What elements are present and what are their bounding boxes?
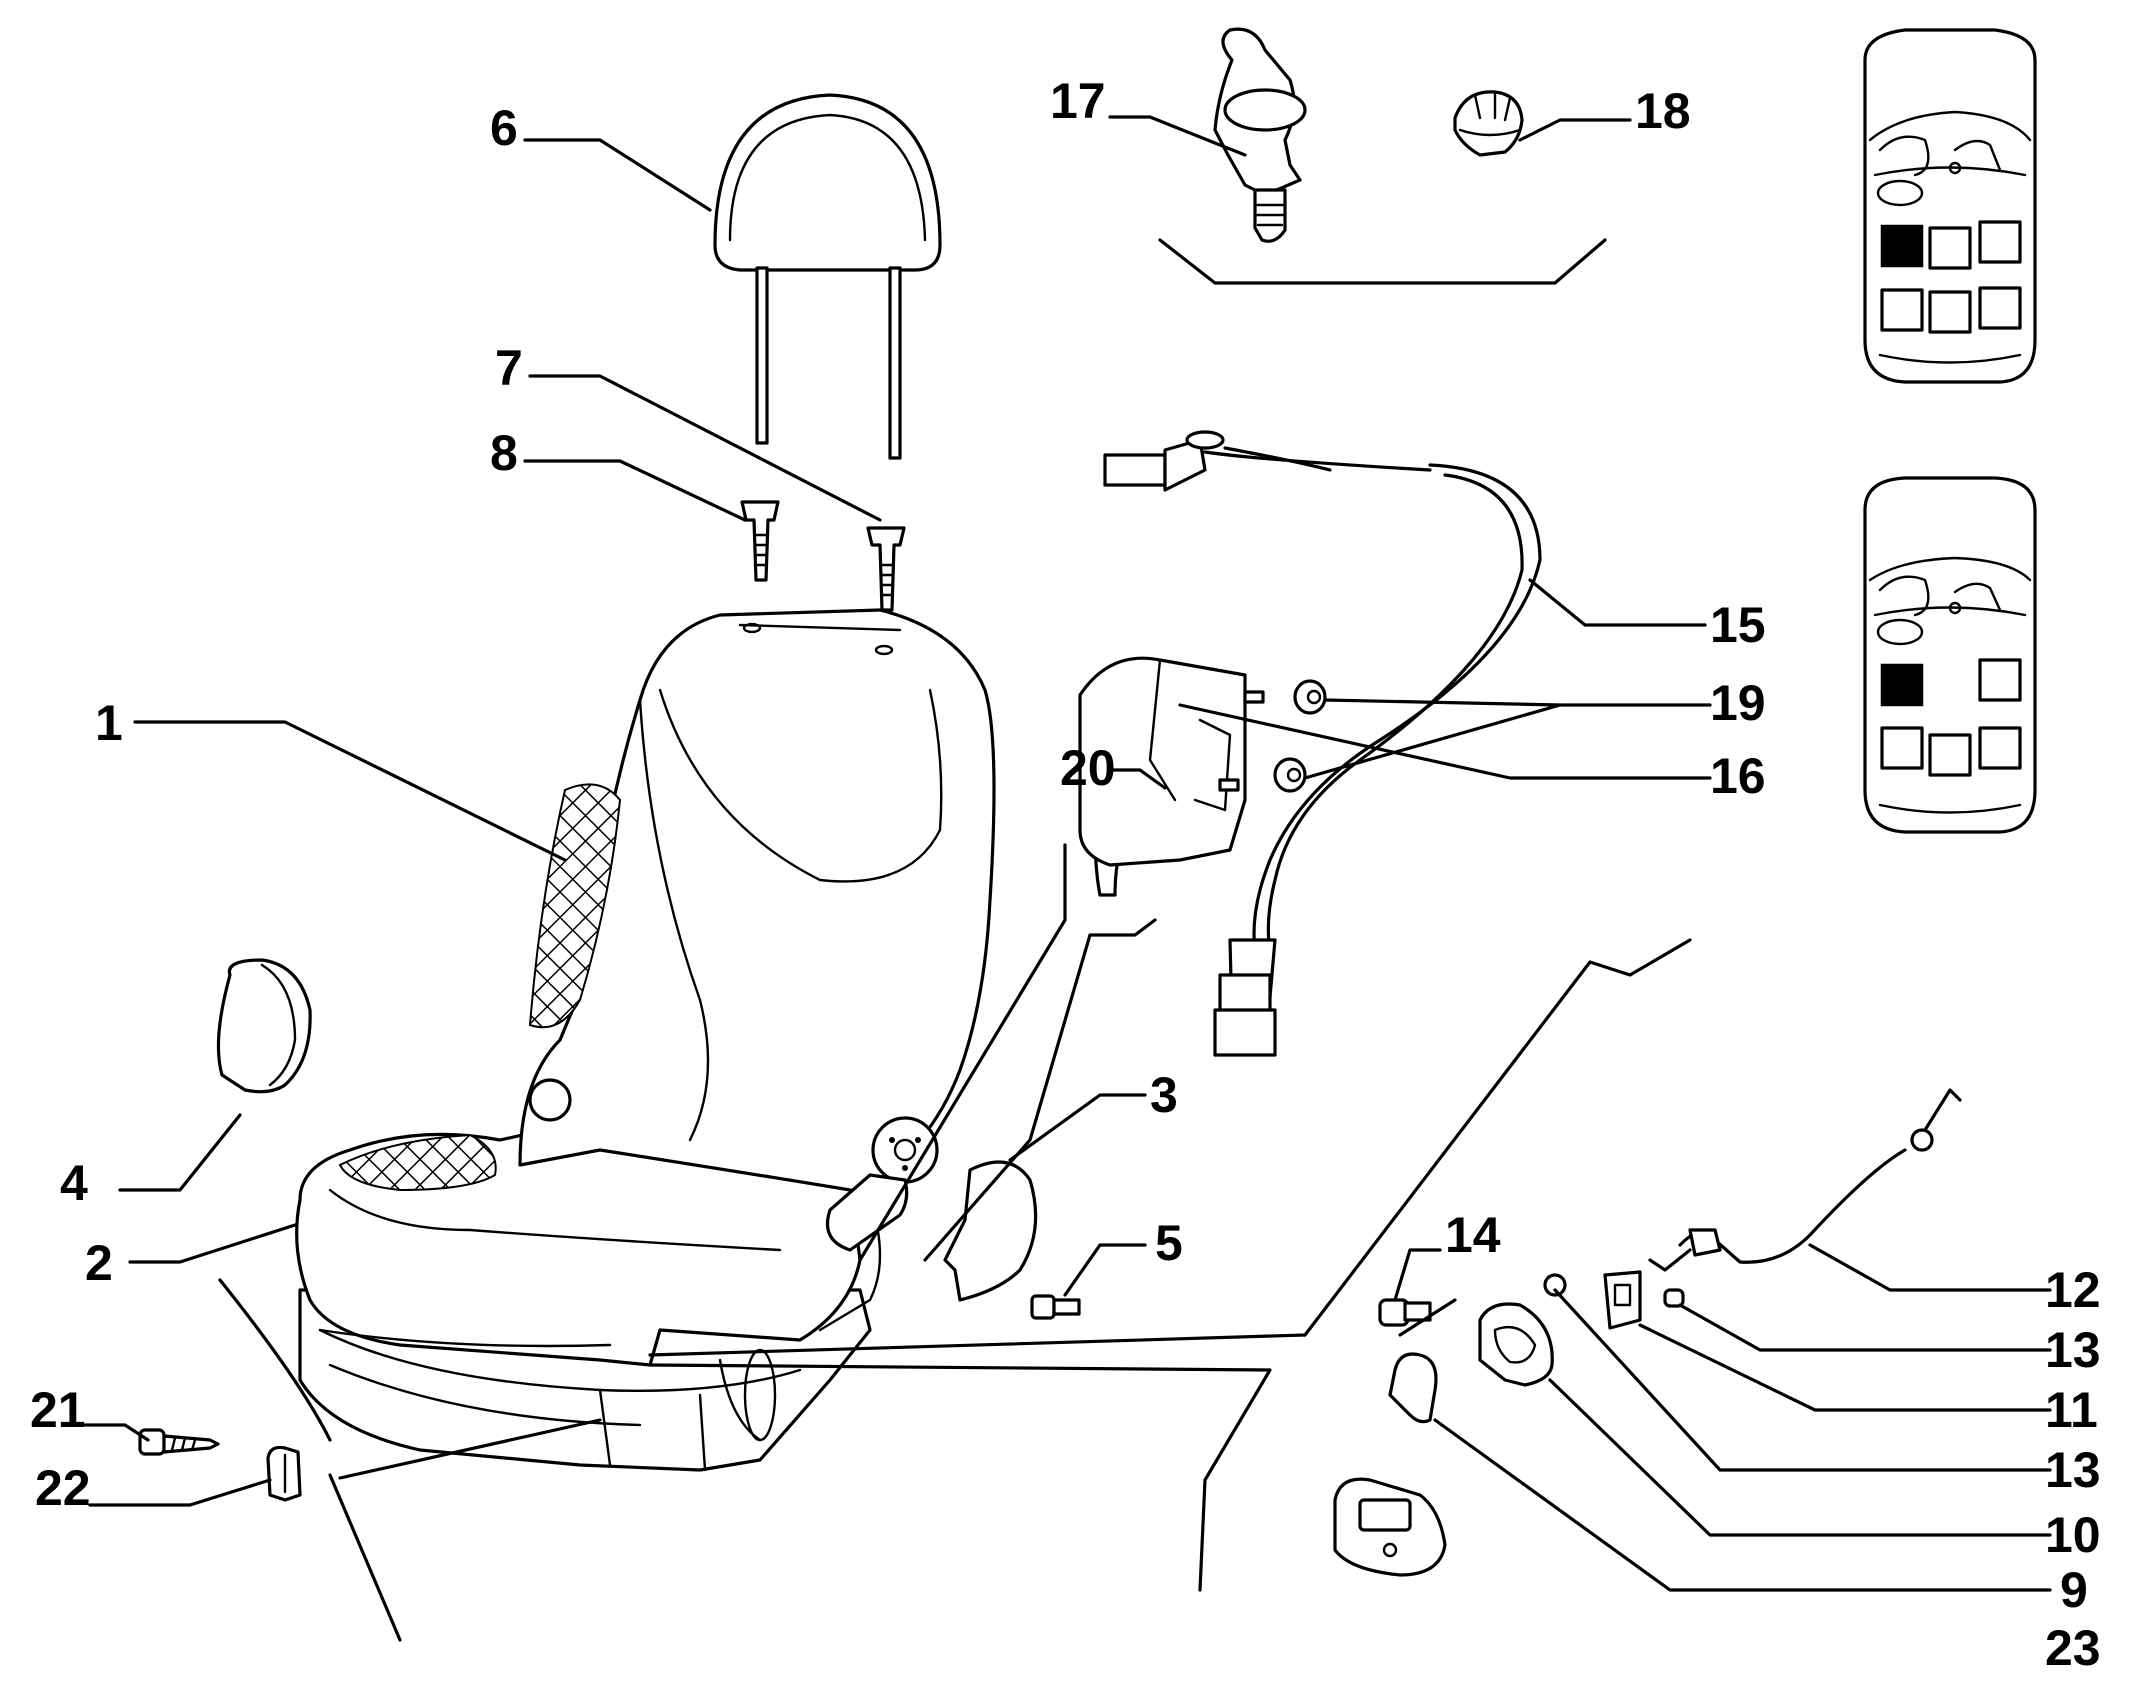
callout-3: 3 — [1150, 1067, 1178, 1123]
lever-knob-10 — [1478, 1302, 1554, 1387]
nut-19-upper — [1293, 679, 1327, 715]
washer-13-left — [1543, 1273, 1567, 1297]
clip-18 — [1453, 90, 1524, 157]
plug-13-right — [1663, 1288, 1685, 1308]
bolt-5 — [1030, 1294, 1081, 1320]
callout-12: 12 — [2045, 1262, 2101, 1318]
callout-1: 1 — [95, 695, 123, 751]
callout-23: 23 — [2045, 1620, 2101, 1676]
callout-14: 14 — [1445, 1207, 1501, 1263]
callout-16: 16 — [1710, 748, 1766, 804]
callout-13-lower: 13 — [2045, 1442, 2101, 1498]
variant-a-icon — [1863, 28, 2037, 384]
bracket-11 — [1603, 1270, 1642, 1330]
callout-4: 4 — [60, 1155, 88, 1211]
callout-5: 5 — [1155, 1215, 1183, 1271]
seat-assembly — [295, 608, 996, 1472]
lever-cover-23 — [1333, 1477, 1447, 1577]
clip-22 — [266, 1445, 302, 1502]
section-lines — [218, 843, 1692, 1642]
nut-19-lower — [1273, 757, 1307, 793]
callout-9: 9 — [2060, 1562, 2088, 1618]
clip-17 — [1213, 27, 1307, 243]
callout-7: 7 — [495, 340, 523, 396]
screw-21 — [138, 1428, 220, 1456]
callout-22: 22 — [35, 1460, 91, 1516]
variant-b-icon — [1863, 476, 2037, 834]
clips-group-bracket — [1158, 238, 1607, 285]
callout-19: 19 — [1710, 675, 1766, 731]
headrest-guide-7 — [866, 526, 906, 612]
recliner-cover-3 — [943, 1160, 1038, 1302]
callout-labels: 1 2 3 4 5 6 7 8 9 10 11 12 13 13 14 15 1… — [30, 73, 2101, 1676]
headrest — [713, 93, 942, 460]
cable-12 — [1648, 1088, 1962, 1272]
screw-14 — [1378, 1298, 1457, 1337]
callout-6: 6 — [490, 100, 518, 156]
callout-20: 20 — [1060, 740, 1116, 796]
lever-handle-9 — [1388, 1352, 1438, 1424]
headrest-guide-8 — [740, 500, 780, 582]
callout-18: 18 — [1635, 83, 1691, 139]
callout-8: 8 — [490, 425, 518, 481]
callout-17: 17 — [1050, 73, 1106, 129]
callout-10: 10 — [2045, 1507, 2101, 1563]
callout-13-upper: 13 — [2045, 1322, 2101, 1378]
callout-21: 21 — [30, 1382, 86, 1438]
callout-2: 2 — [85, 1235, 113, 1291]
callout-15: 15 — [1710, 597, 1766, 653]
leader-lines — [83, 115, 2052, 1592]
callout-11: 11 — [2045, 1382, 2098, 1438]
side-cover-4 — [216, 958, 312, 1094]
airbag-harness-15 — [1103, 430, 1542, 1057]
